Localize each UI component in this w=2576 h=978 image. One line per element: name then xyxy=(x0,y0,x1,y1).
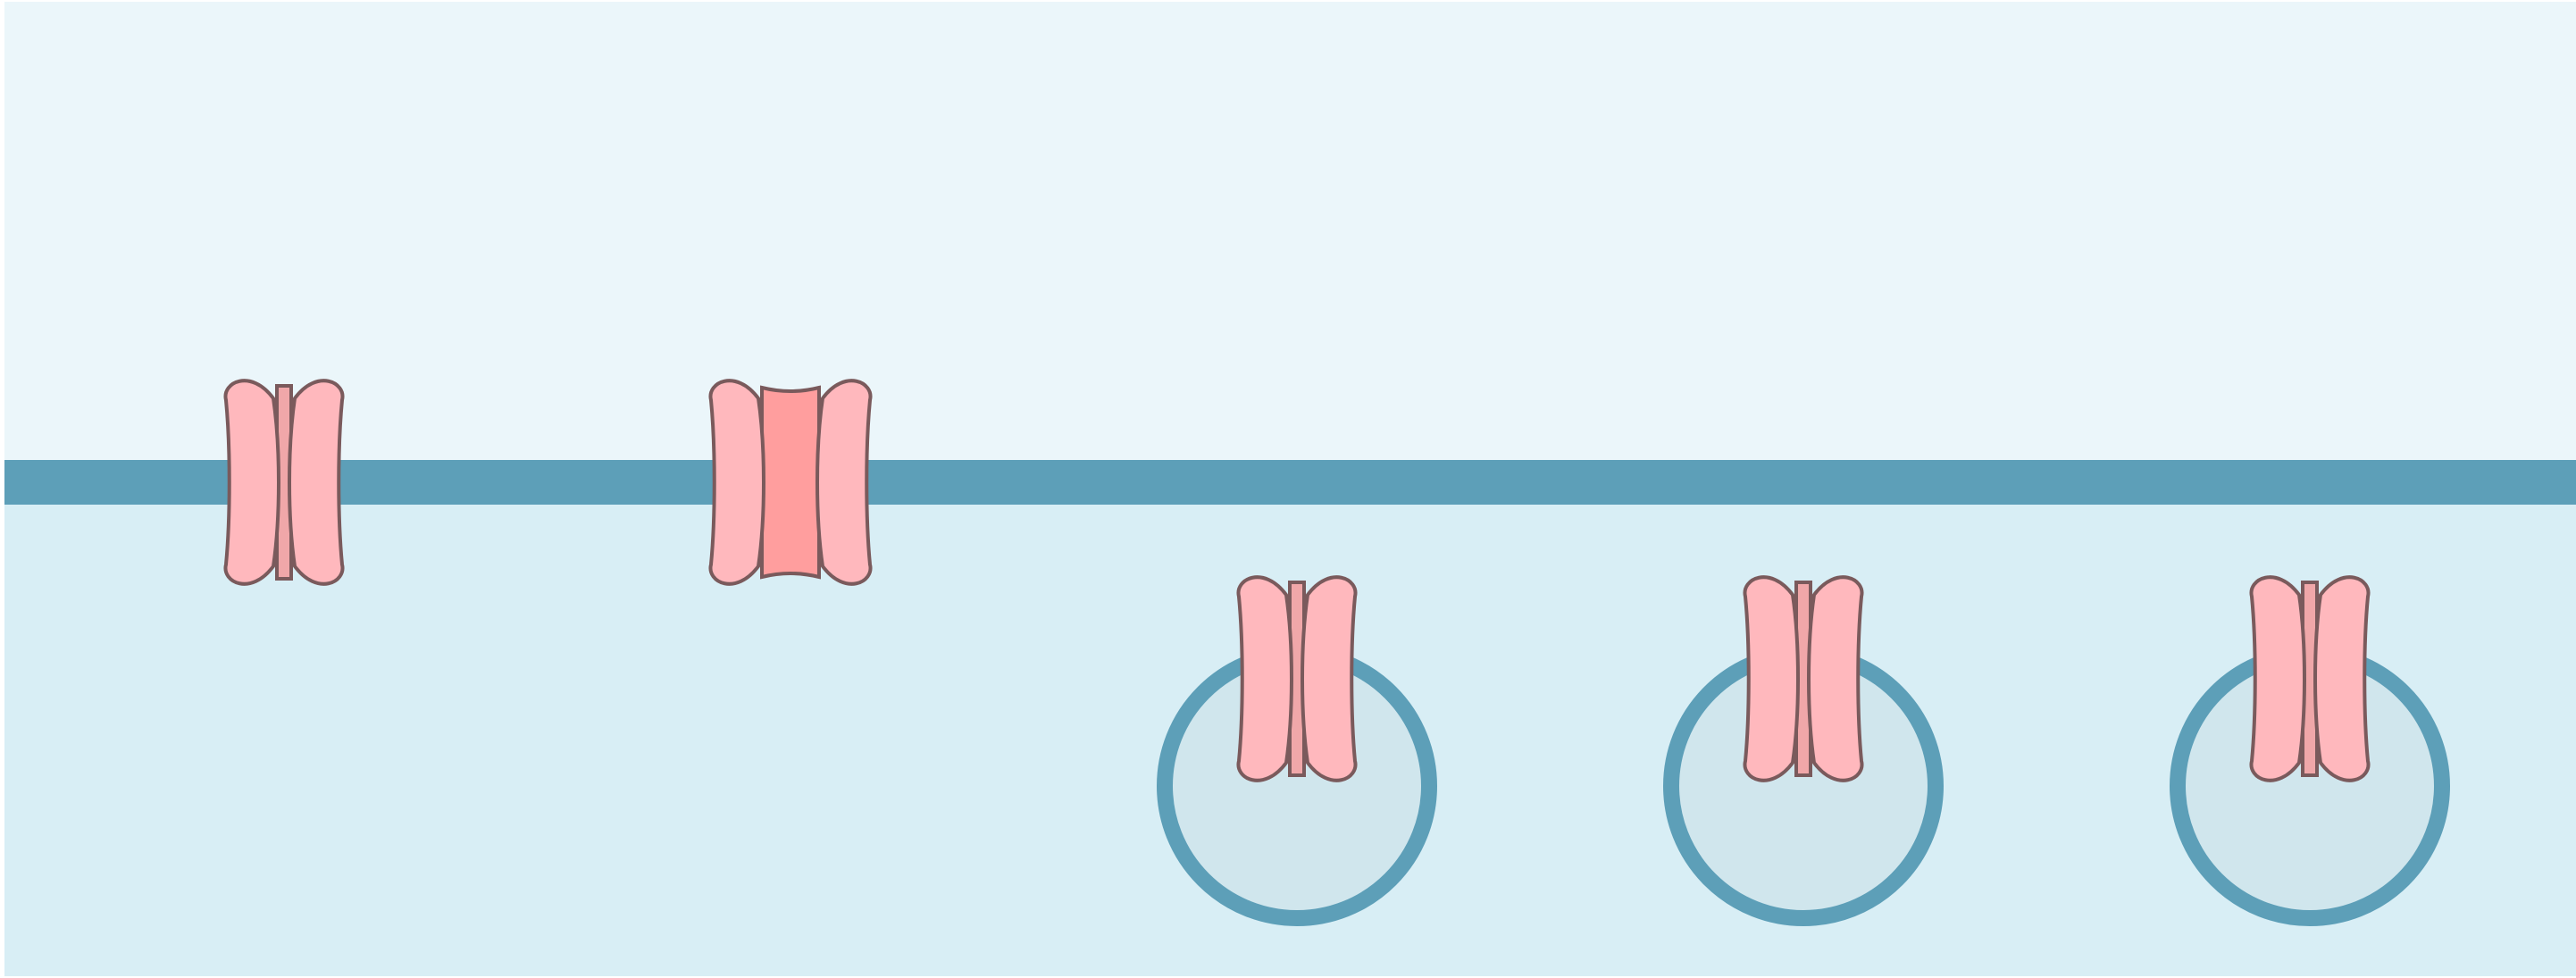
channel-vesicle-2 xyxy=(1743,575,1864,782)
channel-membrane-closed xyxy=(223,379,345,586)
channel-subunit-right xyxy=(1807,575,1864,782)
channel-vesicle-3 xyxy=(2249,575,2371,782)
channel-subunit-right xyxy=(815,379,873,586)
channel-subunit-left xyxy=(2249,575,2306,782)
channel-subunit-left xyxy=(223,379,280,586)
plasma-membrane xyxy=(4,460,2576,505)
channel-vesicle-1 xyxy=(1236,575,1358,782)
channel-membrane-open xyxy=(708,379,873,586)
channel-subunit-left xyxy=(708,379,765,586)
channel-subunit-left xyxy=(1236,575,1293,782)
channel-subunit-right xyxy=(1301,575,1358,782)
channel-subunit-right xyxy=(2313,575,2371,782)
channel-subunit-right xyxy=(288,379,345,586)
channel-pore-open xyxy=(760,385,821,580)
extracellular-space xyxy=(4,2,2576,460)
channel-subunit-left xyxy=(1743,575,1800,782)
